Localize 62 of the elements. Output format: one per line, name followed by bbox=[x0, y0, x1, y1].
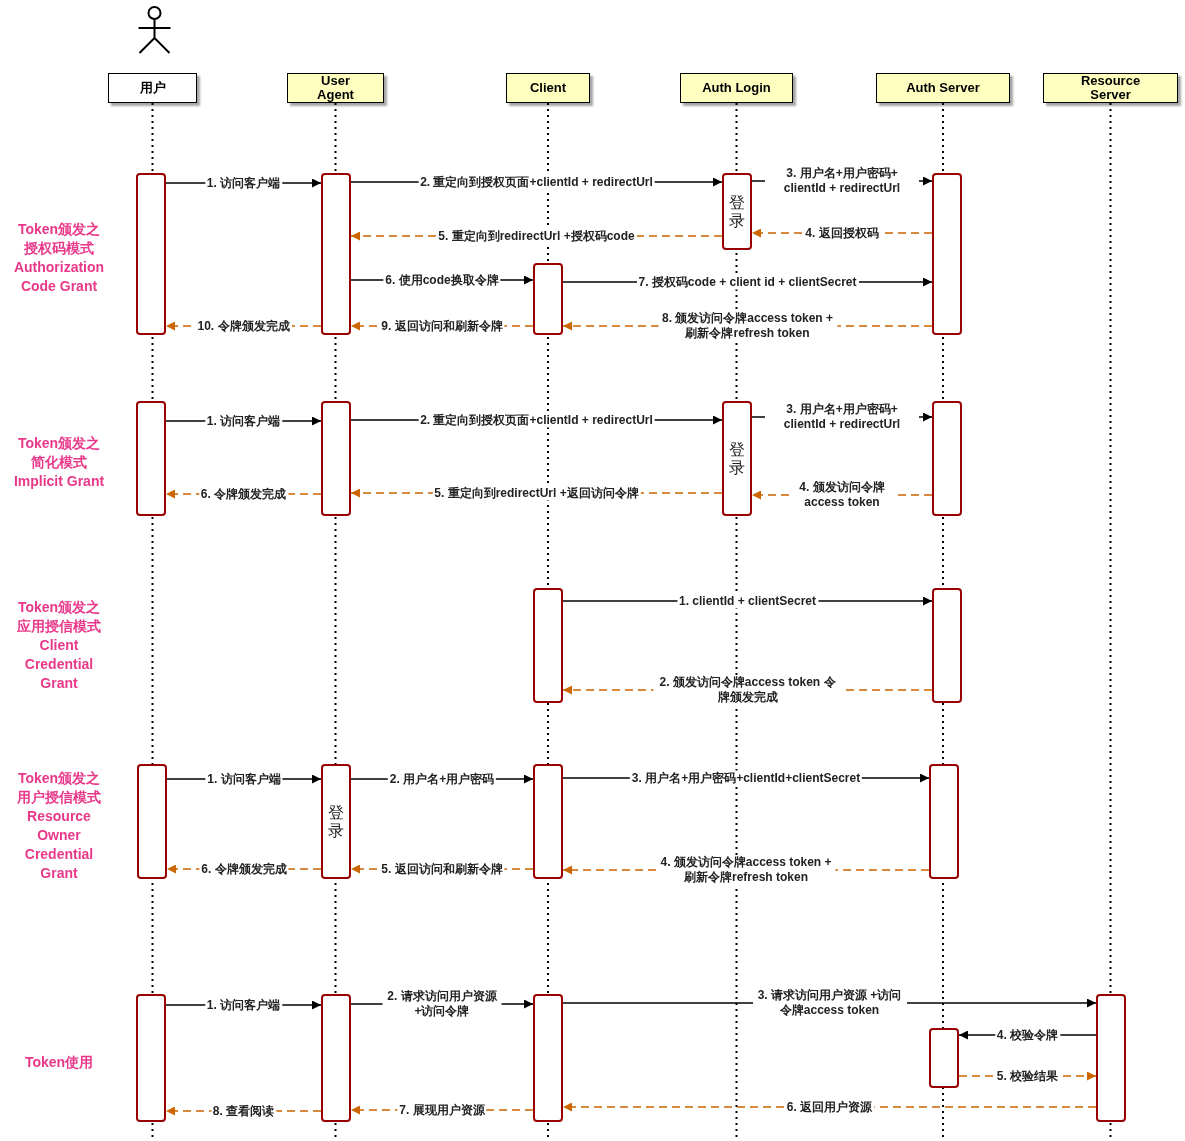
activation-bar bbox=[929, 1028, 959, 1088]
edge-label: 5. 返回访问和刷新令牌 bbox=[379, 861, 505, 877]
edge-label: 6. 使用code换取令牌 bbox=[383, 272, 501, 288]
activation-bar bbox=[1096, 994, 1126, 1122]
edge-label: 8. 查看阅读 bbox=[210, 1103, 277, 1119]
edge-label: 7. 授权码code + client id + clientSecret bbox=[636, 274, 859, 290]
edge-label: 2. 用户名+用户密码 bbox=[387, 771, 497, 787]
edge-label: 3. 请求访问用户资源 +访问令牌access token bbox=[752, 988, 907, 1018]
edge-label: 5. 校验结果 bbox=[994, 1068, 1061, 1084]
section-title: Token使用 bbox=[23, 1052, 95, 1072]
edge-label: 6. 令牌颁发完成 bbox=[199, 861, 289, 877]
participant-box: Client bbox=[506, 73, 590, 103]
activation-bar bbox=[137, 764, 167, 879]
edge-label: 7. 展现用户资源 bbox=[397, 1102, 487, 1118]
activation-bar bbox=[932, 588, 962, 703]
login-bar bbox=[722, 401, 752, 516]
edge-label: 9. 返回访问和刷新令牌 bbox=[379, 318, 505, 334]
section-title: Token颁发之应用授信模式 Client Credential Grant bbox=[16, 597, 102, 693]
edge-label: 1. 访问客户端 bbox=[204, 175, 283, 191]
edge-label: 3. 用户名+用户密码+clientId+clientSecret bbox=[629, 770, 863, 786]
edge-label: 5. 重定向到redirectUrl +返回访问令牌 bbox=[432, 485, 641, 501]
edge-label: 5. 重定向到redirectUrl +授权码code bbox=[436, 228, 637, 244]
edge-label: 1. 访问客户端 bbox=[205, 771, 283, 787]
section-title: Token颁发之授权码模式 Authorization Code Grant bbox=[12, 220, 106, 296]
participant-box: Auth Server bbox=[876, 73, 1010, 103]
edge-label: 10. 令牌颁发完成 bbox=[195, 318, 292, 334]
activation-bar bbox=[136, 173, 166, 335]
activation-bar bbox=[136, 401, 166, 516]
section-title: Token颁发之用户授信模式 Resource Owner Credential Grant bbox=[16, 769, 102, 883]
participant-box: 用户 bbox=[108, 73, 197, 103]
activation-bar bbox=[533, 263, 563, 335]
participant-box: User Agent bbox=[287, 73, 384, 103]
bar-text: 登录 bbox=[328, 803, 344, 840]
activation-bar bbox=[932, 401, 962, 516]
section-title: Token颁发之简化模式 Implicit Grant bbox=[12, 433, 106, 491]
edge-label: 2. 重定向到授权页面+clientId + redirectUrl bbox=[418, 412, 655, 428]
edge-label: 1. 访问客户端 bbox=[204, 997, 283, 1013]
edge-label: 4. 返回授权码 bbox=[803, 225, 881, 241]
edge-label: 4. 校验令牌 bbox=[994, 1027, 1061, 1043]
edge-label: 8. 颁发访问令牌access token + 刷新令牌refresh token bbox=[658, 311, 837, 341]
activation-bar bbox=[533, 994, 563, 1122]
activation-bar bbox=[321, 173, 351, 335]
bar-text: 登录 bbox=[729, 193, 745, 230]
edge-label: 2. 颁发访问令牌access token 令牌颁发完成 bbox=[653, 675, 842, 705]
edge-label: 2. 请求访问用户资源 +访问令牌 bbox=[382, 989, 502, 1019]
edge-label: 2. 重定向到授权页面+clientId + redirectUrl bbox=[418, 174, 655, 190]
login-bar bbox=[722, 173, 752, 250]
edge-label: 1. 访问客户端 bbox=[204, 413, 283, 429]
activation-bar bbox=[533, 588, 563, 703]
activation-bar bbox=[932, 173, 962, 335]
edge-label: 1. clientId + clientSecret bbox=[676, 593, 819, 609]
activation-bar bbox=[929, 764, 959, 879]
activation-bar bbox=[136, 994, 166, 1122]
bar-text: 登录 bbox=[729, 440, 745, 477]
participant-box: Resource Server bbox=[1043, 73, 1178, 103]
activation-bar bbox=[533, 764, 563, 879]
activation-bar bbox=[321, 401, 351, 516]
login-bar bbox=[321, 764, 351, 879]
edge-label: 6. 令牌颁发完成 bbox=[198, 486, 289, 502]
activation-bar bbox=[321, 994, 351, 1122]
participant-box: Auth Login bbox=[680, 73, 793, 103]
edge-label: 6. 返回用户资源 bbox=[784, 1099, 875, 1115]
